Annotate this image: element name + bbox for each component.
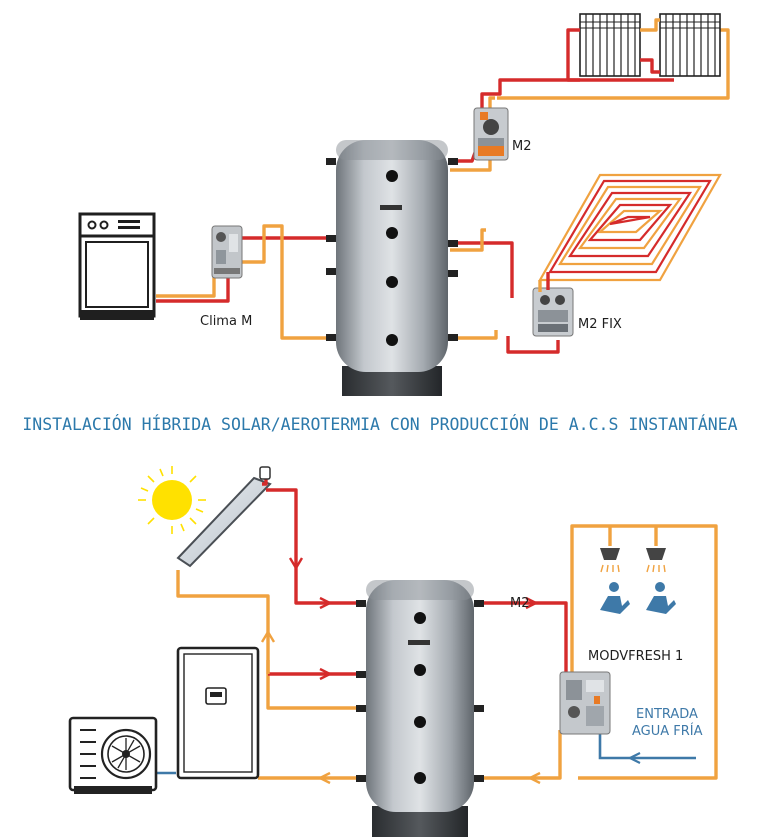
label-m2-fix: M2 FIX [578,317,622,332]
bottom-tank [356,580,484,837]
m2-fix-module [532,287,574,337]
modvfresh-module [559,671,611,735]
clima-m-module [211,225,243,279]
heat-pump-outdoor-unit [68,716,158,794]
top-diagram: Clima M M2 M2 FIX [78,13,730,396]
label-clima-m: Clima M [200,314,252,329]
person-icon-right [646,582,676,614]
underfloor-heating [538,173,722,292]
solar-panel [176,466,272,568]
radiators [566,13,721,82]
label-m2-bottom: M2 [510,596,530,611]
flow-arrows [260,557,641,785]
bottom-pipes [156,488,718,780]
bottom-diagram: M2 MODVFRESH 1 ENTRADA AGUA FRÍA [68,466,718,837]
shower-icon-left [600,548,630,614]
radiator-right [659,13,721,77]
label-m2-top: M2 [512,139,532,154]
sun-icon [138,466,206,534]
shower-icon-right [646,548,676,614]
m2-module-top [473,107,509,161]
label-entrada: ENTRADA [636,707,698,722]
person-icon-left [600,582,630,614]
label-modvfresh: MODVFRESH 1 [588,649,683,664]
boiler [78,212,156,320]
label-agua-fria: AGUA FRÍA [632,723,703,739]
top-tank [326,140,458,396]
radiator-left [579,13,641,77]
heat-pump-indoor-unit [176,646,260,780]
showers [600,548,676,614]
diagram-title: INSTALACIÓN HÍBRIDA SOLAR/AEROTERMIA CON… [22,415,737,434]
